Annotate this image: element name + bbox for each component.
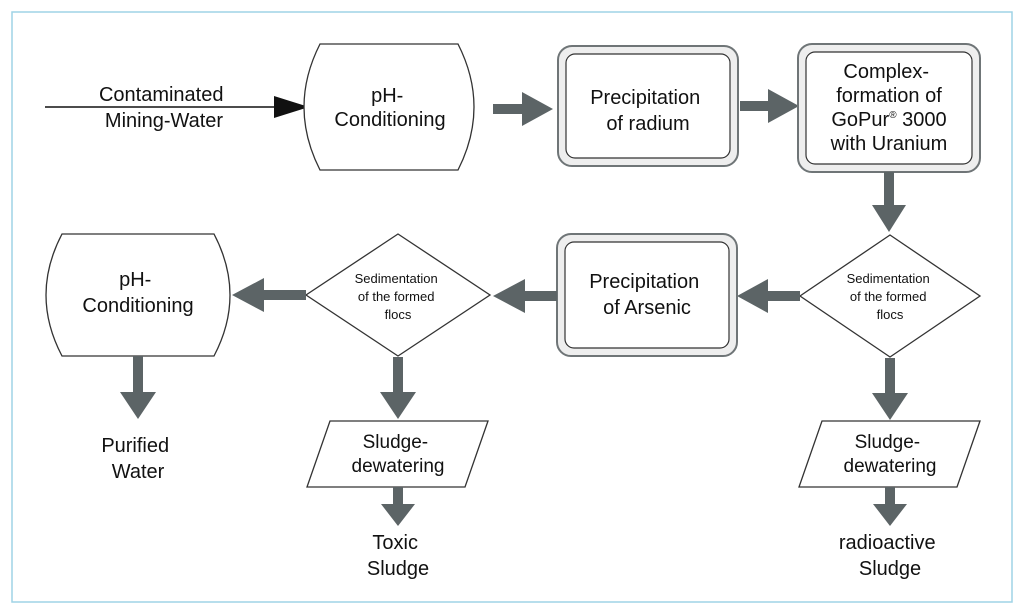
ph-conditioning-top-line2: Conditioning [334, 109, 445, 131]
complex-formation-box: Complex- formation of GoPur® 3000 with U… [797, 43, 981, 173]
arrow-dewatering-to-toxic [381, 487, 415, 526]
precipitation-radium-line1: Precipitation [590, 87, 700, 109]
sedimentation-left-line3: flocs [385, 307, 412, 322]
sedimentation-left-line2: of the formed [358, 289, 435, 304]
sedimentation-left-diamond: Sedimentation of the formed flocs [304, 233, 492, 357]
svg-text:Precipitation of radium: Precipitation of radium [590, 87, 706, 135]
sedimentation-right-line1: Sedimentation [847, 271, 930, 286]
arrow-sedimentation-to-arsenic [737, 279, 800, 313]
sludge-dewatering-right-box: Sludge- dewatering [798, 420, 981, 488]
output-radioactive-sludge: radioactive Sludge [839, 532, 941, 580]
precipitation-radium-box: Precipitation of radium [557, 45, 739, 167]
arrow-sedimentation-right-to-dewatering [872, 358, 908, 420]
precipitation-arsenic-box: Precipitation of Arsenic [556, 233, 738, 357]
ph-conditioning-top-box: pH- Conditioning [303, 43, 475, 171]
ph-conditioning-bottom-box: pH- Conditioning [45, 233, 231, 357]
sedimentation-right-line2: of the formed [850, 289, 927, 304]
precipitation-arsenic-line1: Precipitation [589, 271, 699, 293]
arrow-arsenic-to-sedimentation [493, 279, 557, 313]
complex-formation-line2: formation of [836, 85, 942, 107]
sludge-dewatering-left-box: Sludge- dewatering [306, 420, 489, 488]
arrow-ph-to-radium [493, 92, 553, 126]
svg-text:pH- Conditioning: pH- Conditioning [334, 85, 445, 131]
sludge-dewatering-left-line2: dewatering [352, 456, 445, 477]
arrow-dewatering-to-radioactive [873, 487, 907, 526]
sedimentation-right-line3: flocs [877, 307, 904, 322]
output-toxic-sludge: Toxic Sludge [367, 532, 429, 580]
ph-conditioning-bottom-line2: Conditioning [82, 295, 193, 317]
arrow-ph-to-purified [120, 356, 156, 419]
input-label: Contaminated Mining-Water [99, 84, 229, 132]
svg-text:Sludge- dewatering: Sludge- dewatering [844, 432, 937, 477]
sludge-dewatering-right-line1: Sludge- [855, 432, 921, 453]
sedimentation-right-diamond: Sedimentation of the formed flocs [798, 234, 982, 358]
arrow-sedimentation-to-ph [232, 278, 306, 312]
svg-text:pH- Conditioning: pH- Conditioning [82, 269, 193, 317]
svg-text:Precipitation of Arsenic: Precipitation of Arsenic [589, 271, 705, 319]
complex-formation-line3: GoPur® 3000 [831, 109, 946, 131]
arrow-sedimentation-left-to-dewatering [380, 357, 416, 419]
sludge-dewatering-left-line1: Sludge- [363, 432, 429, 453]
sedimentation-left-line1: Sedimentation [355, 271, 438, 286]
sludge-dewatering-right-line2: dewatering [844, 456, 937, 477]
output-purified-water: Purified Water [101, 435, 174, 483]
arrow-complex-to-sedimentation [872, 172, 906, 232]
precipitation-radium-line2: of radium [606, 113, 689, 135]
svg-text:with Uranium: with Uranium [830, 133, 948, 155]
precipitation-arsenic-line2: of Arsenic [603, 297, 691, 319]
complex-formation-line1: Complex- [843, 61, 929, 83]
svg-text:Complex- formation of: Complex- formation of [836, 61, 942, 107]
arrow-radium-to-complex [740, 89, 799, 123]
complex-formation-line4: with Uranium [830, 133, 948, 155]
input-arrow [45, 96, 309, 118]
svg-text:Sludge- dewatering: Sludge- dewatering [352, 432, 445, 477]
ph-conditioning-top-line1: pH- [371, 85, 403, 107]
svg-text:Sedimentation of the for: Sedimentation of the formed flocs [847, 271, 934, 322]
svg-text:Sedimentation of the for: Sedimentation of the formed flocs [355, 271, 442, 322]
ph-conditioning-bottom-line1: pH- [119, 269, 151, 291]
